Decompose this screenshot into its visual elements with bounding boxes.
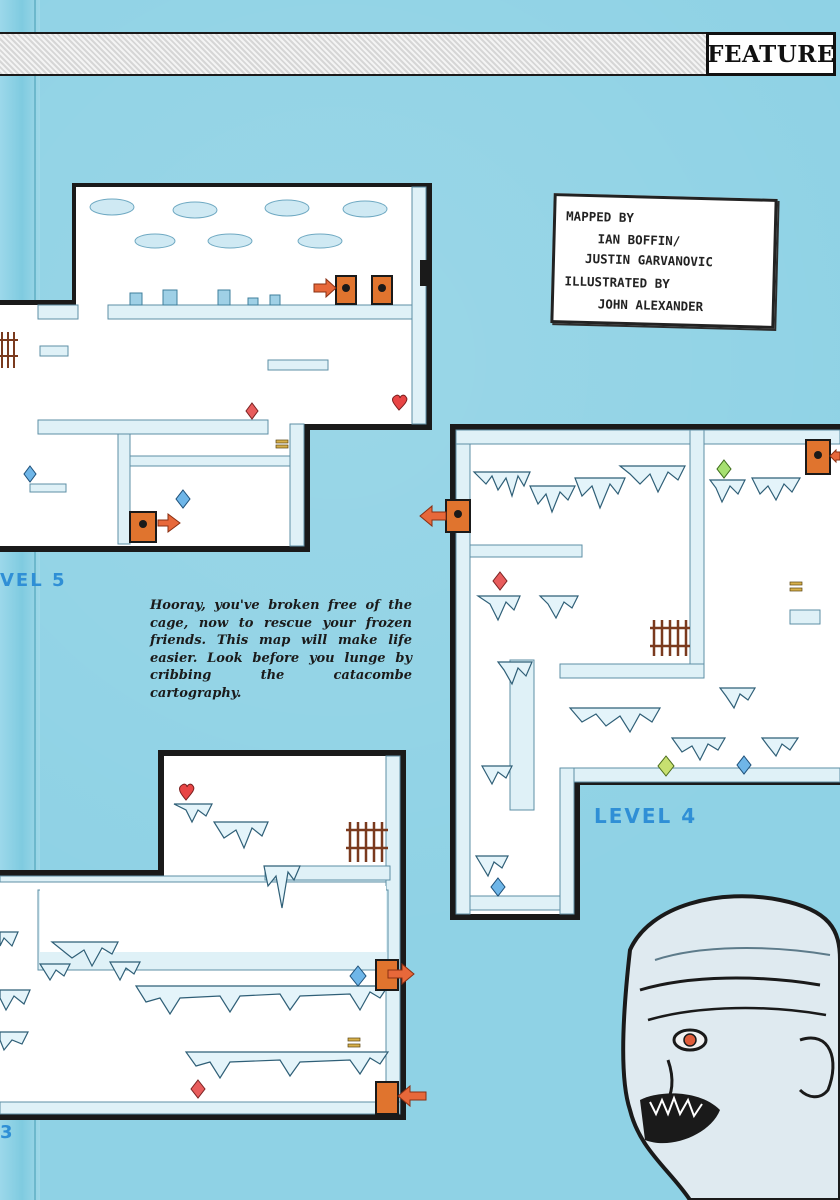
door-icons: [445, 439, 831, 533]
arrow-icons: [387, 962, 427, 1108]
heart-icon: [178, 783, 195, 801]
cyclops-monster-illustration: [621, 894, 840, 1200]
level-4-map: [419, 424, 840, 920]
level-5-label: VEL 5: [0, 570, 67, 591]
icicle-platforms: [472, 465, 802, 878]
cage-icon: [0, 332, 18, 368]
gem-icon: [492, 571, 508, 591]
icicle-platforms: [0, 803, 390, 1080]
level-3-label: 3: [0, 1122, 15, 1143]
mapped-by-label: MAPPED BY: [565, 208, 635, 226]
gem-icon: [490, 877, 506, 897]
cage-icon: [650, 620, 690, 656]
mappers-line-2: JUSTIN GARVANOVIC: [584, 250, 714, 270]
cloud-icons: [89, 198, 388, 249]
section-tag: FEATURE: [706, 32, 836, 76]
intro-blurb: Hooray, you've broken free of the cage, …: [150, 598, 412, 701]
arrow-icons: [157, 277, 337, 533]
cage-icon: [346, 822, 388, 862]
gem-icon: [349, 965, 367, 987]
door-icons: [129, 260, 430, 543]
bullets-icon: [275, 439, 289, 449]
arrow-icons: [419, 448, 840, 528]
credits-box: MAPPED BY IAN BOFFIN/ JUSTIN GARVANOVIC …: [550, 193, 778, 329]
illustrated-by-label: ILLUSTRATED BY: [564, 273, 670, 292]
bullets-icon: [789, 581, 803, 592]
gem-icon: [657, 755, 675, 777]
level-4-label: LEVEL 4: [594, 804, 698, 828]
level-5-map: [0, 183, 432, 552]
bullets-icon: [347, 1037, 361, 1048]
eye-icon: [683, 1033, 697, 1047]
gem-icon: [245, 402, 259, 420]
header-band: [0, 32, 712, 76]
gem-icon: [175, 489, 191, 509]
gem-icon: [716, 459, 732, 479]
gem-icon: [736, 755, 752, 775]
mappers-line-1: IAN BOFFIN/: [597, 231, 681, 249]
door-icons: [375, 959, 399, 1115]
heart-icon: [391, 394, 408, 411]
gem-icon: [23, 465, 37, 483]
level-3-map: [0, 750, 427, 1120]
gem-icon: [190, 1079, 206, 1099]
illustrator-name: JOHN ALEXANDER: [597, 296, 704, 315]
